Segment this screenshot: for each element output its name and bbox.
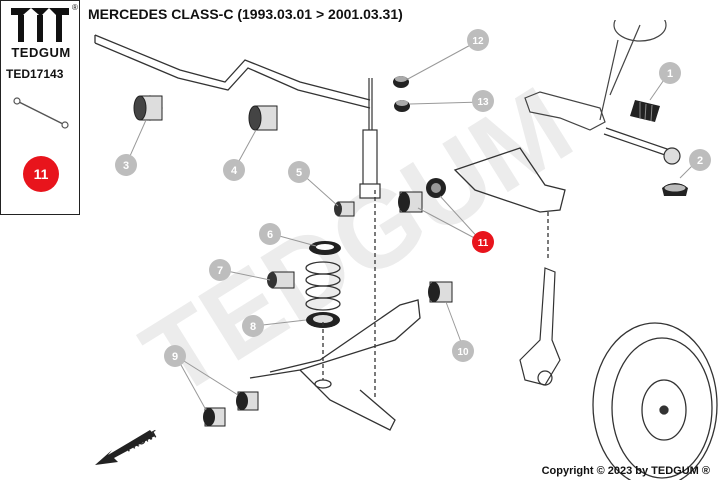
brand-name: TEDGUM (11, 45, 71, 60)
control-arm-bushing-11b (426, 178, 446, 198)
callout-4[interactable]: 4 (223, 159, 245, 181)
selected-part-badge[interactable]: 11 (23, 156, 59, 192)
ball-joint-cover (662, 183, 688, 196)
callout-8-label: 8 (250, 321, 256, 333)
callout-5-label: 5 (296, 167, 302, 179)
registered-mark: ® (72, 3, 78, 12)
spring-seat-upper (309, 241, 341, 255)
strut-bearing (267, 271, 295, 289)
tie-rod (603, 127, 681, 165)
callout-6[interactable]: 6 (259, 223, 281, 245)
steering-knuckle (519, 267, 561, 386)
callout-6-label: 6 (267, 229, 273, 241)
callout-7-label: 7 (217, 265, 223, 277)
callout-3[interactable]: 3 (115, 154, 137, 176)
callout-9-label: 9 (172, 351, 178, 363)
steering-boot (630, 100, 660, 122)
callout-5[interactable]: 5 (288, 161, 310, 183)
upper-control-arm (453, 147, 566, 260)
tedgum-logo (9, 6, 71, 44)
suspension-diagram: TEDGUM (94, 20, 718, 480)
control-arm-bushing-11a (398, 191, 423, 213)
strut-rod (359, 78, 381, 199)
lower-control-arm (249, 190, 421, 431)
callout-1-label: 1 (667, 68, 673, 80)
callout-13[interactable]: 13 (472, 90, 494, 112)
copyright-notice: Copyright © 2023 by TEDGUM ® (541, 465, 710, 477)
callout-12[interactable]: 12 (467, 29, 489, 51)
callout-12-label: 12 (472, 36, 484, 47)
callout-11-label: 11 (478, 238, 489, 249)
callout-10-label: 10 (457, 347, 469, 358)
spring-seat-lower (306, 312, 340, 328)
info-panel: ® TEDGUM TED17143 11 (0, 0, 80, 215)
callout-3-label: 3 (123, 160, 129, 172)
stabilizer-bushing-left (133, 95, 163, 121)
front-label: FRONT (124, 429, 160, 455)
steering-wheel (599, 20, 667, 121)
coil-spring (305, 261, 341, 311)
wheel (592, 322, 718, 480)
callout-13-label: 13 (477, 97, 489, 108)
steering-arm (524, 91, 606, 131)
strut-mount-rubber-upper (393, 76, 409, 88)
strut-mount-rubber-lower (394, 100, 410, 112)
callout-7[interactable]: 7 (209, 259, 231, 281)
lower-arm-bushing-rear (428, 281, 453, 303)
lower-arm-bushing-front-a (236, 391, 259, 411)
strut-bushing (334, 201, 355, 217)
production-range: (1993.03.01 > 2001.03.31) (237, 6, 403, 22)
front-arrow: FRONT (95, 429, 160, 465)
callout-1[interactable]: 1 (659, 62, 681, 84)
callout-2-label: 2 (697, 155, 703, 167)
callout-2[interactable]: 2 (689, 149, 711, 171)
stabilizer-bar (94, 34, 371, 109)
page-title: MERCEDES CLASS-C (1993.03.01 > 2001.03.3… (88, 6, 403, 22)
link-rod-icon (13, 97, 69, 129)
callout-4-label: 4 (231, 165, 238, 177)
callout-11[interactable]: 11 (472, 231, 494, 253)
vehicle-model: MERCEDES CLASS-C (88, 6, 234, 22)
part-number: TED17143 (6, 67, 64, 81)
callout-8[interactable]: 8 (242, 315, 264, 337)
lower-arm-bushing-front-b (203, 407, 226, 427)
stabilizer-bushing-right (248, 105, 278, 131)
callout-9[interactable]: 9 (164, 345, 186, 367)
callout-10[interactable]: 10 (452, 340, 474, 362)
